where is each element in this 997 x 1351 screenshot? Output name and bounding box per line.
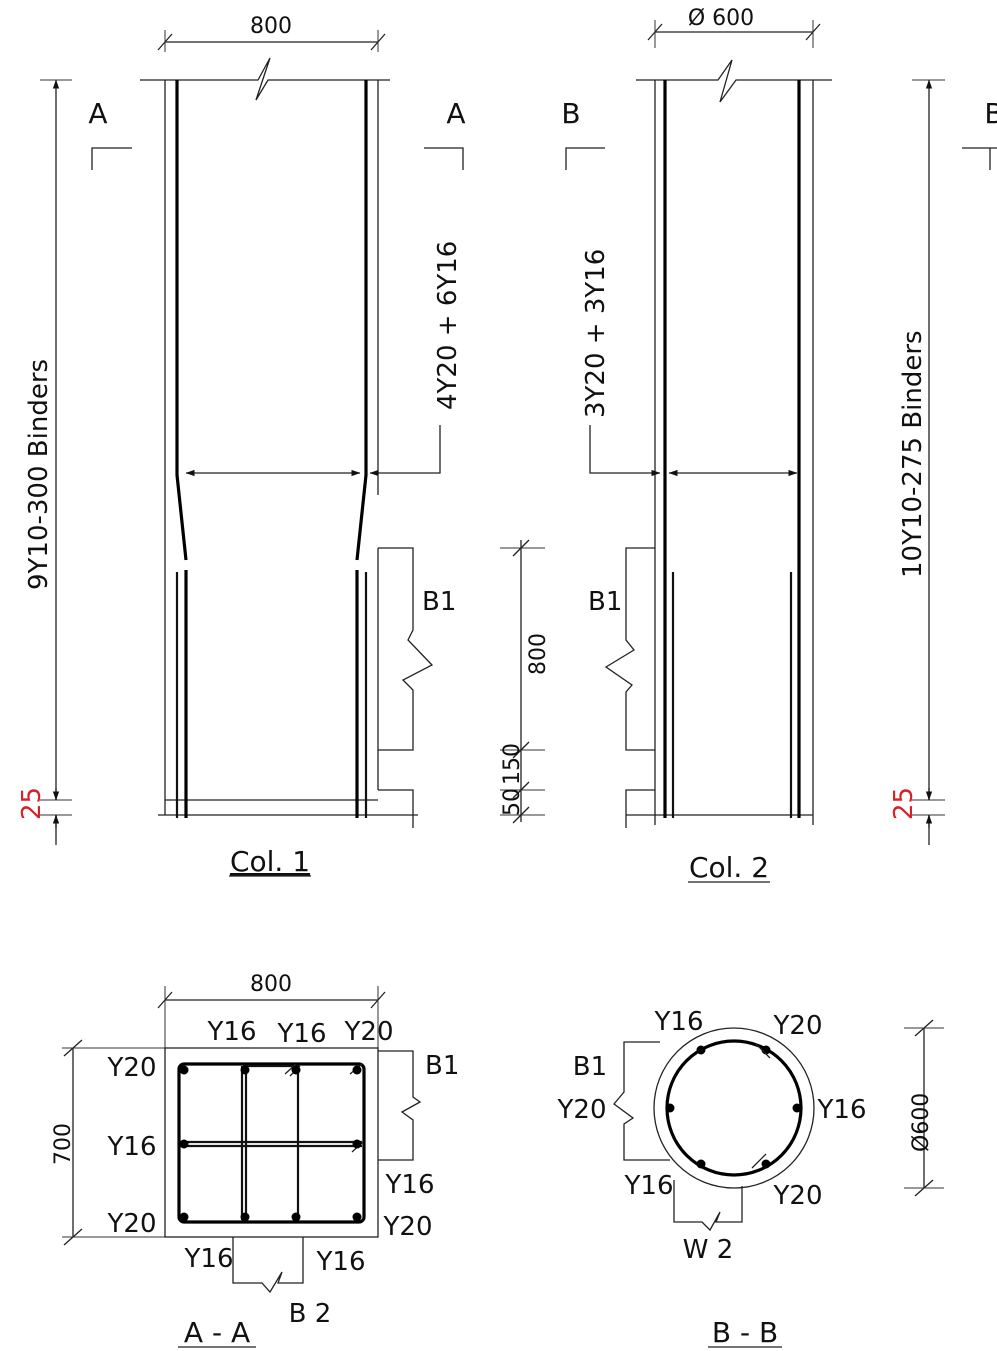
aa-label-bot-1: Y16 [184, 1244, 234, 1274]
col1-beam-label: B1 [422, 587, 456, 617]
beam-base-text: 50 [500, 788, 525, 816]
col1-width-dimension: 800 [157, 14, 386, 52]
col2-width-dimension: Ø 600 [647, 6, 821, 48]
aa-beam-top: B1 [378, 1050, 459, 1161]
aa-inner-link-vertical [240, 1064, 300, 1222]
col2-break-line [636, 59, 832, 103]
col2-beam: B1 [588, 547, 655, 828]
col2-section-mark-right: B [962, 97, 997, 170]
col2-section-letter-right: B [984, 97, 997, 130]
aa-link-hooks [284, 1063, 364, 1153]
col2-section-mark-left: B [561, 97, 605, 170]
col1-elevation: 800 4Y20 + 6Y16 B1 [17, 14, 466, 878]
beam-depth-text: 800 [526, 633, 551, 675]
col1-binders-dimension [40, 79, 72, 845]
col2-width-text: Ø 600 [688, 6, 754, 31]
aa-section-outline [164, 1047, 379, 1238]
beam-depth-dimensions: 800 150 50 [500, 539, 551, 824]
col2-elevation: Ø 600 3Y20 + 3Y16 B1 B B [561, 6, 997, 884]
bb-label-top-right: Y20 [773, 1011, 823, 1041]
aa-beam-top-label: B1 [425, 1051, 459, 1081]
aa-label-bot-2: Y16 [316, 1247, 366, 1277]
col1-section-letter-left: A [88, 97, 107, 130]
col1-break-line [140, 57, 390, 101]
col2-cover-label: 25 [889, 787, 919, 820]
aa-label-left-top: Y20 [107, 1053, 157, 1083]
bb-beam-bottom: W 2 [673, 1180, 743, 1265]
aa-depth-text: 700 [51, 1123, 76, 1165]
bb-section-outline [653, 1027, 815, 1189]
col1-title: Col. 1 [230, 845, 310, 878]
bb-dia-dimension: Ø600 [904, 1019, 944, 1197]
bb-dia-text: Ø600 [909, 1093, 934, 1152]
col1-width-text: 800 [250, 14, 292, 39]
bb-title: B - B [712, 1316, 778, 1349]
col2-beam-label: B1 [588, 587, 622, 617]
col2-title: Col. 2 [689, 851, 769, 884]
bb-beam-left-label: B1 [573, 1052, 607, 1082]
aa-label-right-mid: Y16 [385, 1170, 435, 1200]
aa-label-left-mid: Y16 [107, 1132, 157, 1162]
col1-main-bars [175, 80, 368, 818]
beam-step-text: 150 [500, 743, 525, 785]
section-aa: 800 700 [51, 972, 459, 1349]
col2-bar-leader [589, 425, 661, 477]
col2-main-bars [663, 80, 801, 818]
aa-beam-bottom-label: B 2 [289, 1299, 332, 1329]
aa-perimeter-link [177, 1062, 366, 1224]
bb-label-bot-left: Y16 [624, 1171, 674, 1201]
bb-label-left: Y20 [557, 1095, 607, 1125]
bb-label-right: Y16 [817, 1095, 867, 1125]
bb-label-top-left: Y16 [654, 1007, 704, 1037]
aa-beam-bottom: B 2 [232, 1237, 332, 1329]
aa-label-top-2: Y16 [277, 1019, 327, 1049]
bb-beam-left: B1 [573, 1041, 670, 1161]
bb-spiral-link [665, 1039, 803, 1177]
aa-label-top-1: Y16 [207, 1017, 257, 1047]
col2-binders-label: 10Y10-275 Binders [898, 330, 928, 578]
bb-beam-bottom-label: W 2 [683, 1235, 734, 1265]
col2-section-letter-left: B [561, 97, 580, 130]
aa-title: A - A [184, 1316, 250, 1349]
section-bb: B1 W 2 Ø600 Y16 Y20 Y20 Y16 Y16 Y20 B - … [557, 1007, 944, 1349]
bb-bar-labels: Y16 Y20 Y20 Y16 Y16 Y20 [557, 1007, 867, 1211]
col2-bars-label: 3Y20 + 3Y16 [581, 249, 611, 418]
aa-depth-dimension: 700 [51, 1039, 165, 1246]
col1-beam: B1 [377, 547, 456, 828]
aa-label-top-3: Y20 [344, 1017, 394, 1047]
col1-section-letter-right: A [446, 97, 465, 130]
col1-bar-leader [369, 425, 441, 477]
col1-binders-label: 9Y10-300 Binders [24, 359, 54, 590]
aa-inner-link-horizontal [181, 1140, 362, 1148]
bb-label-bot-right: Y20 [773, 1181, 823, 1211]
aa-bar-labels: Y16 Y16 Y20 Y20 Y16 Y20 Y16 Y20 Y16 Y16 [107, 1017, 435, 1277]
aa-label-right-bot: Y20 [383, 1212, 433, 1242]
aa-width-dimension: 800 [157, 972, 386, 1048]
col1-section-mark-right: A [424, 97, 466, 170]
col1-cover-label: 25 [17, 787, 47, 820]
bb-link-hooks [751, 1043, 771, 1169]
aa-width-text: 800 [250, 972, 292, 997]
aa-bars [179, 1065, 362, 1222]
col1-bars-label: 4Y20 + 6Y16 [433, 241, 463, 410]
aa-label-left-bot: Y20 [107, 1209, 157, 1239]
col1-section-mark-left: A [88, 97, 132, 170]
bb-bars [665, 1045, 802, 1169]
col2-binders-dimension [912, 79, 945, 845]
